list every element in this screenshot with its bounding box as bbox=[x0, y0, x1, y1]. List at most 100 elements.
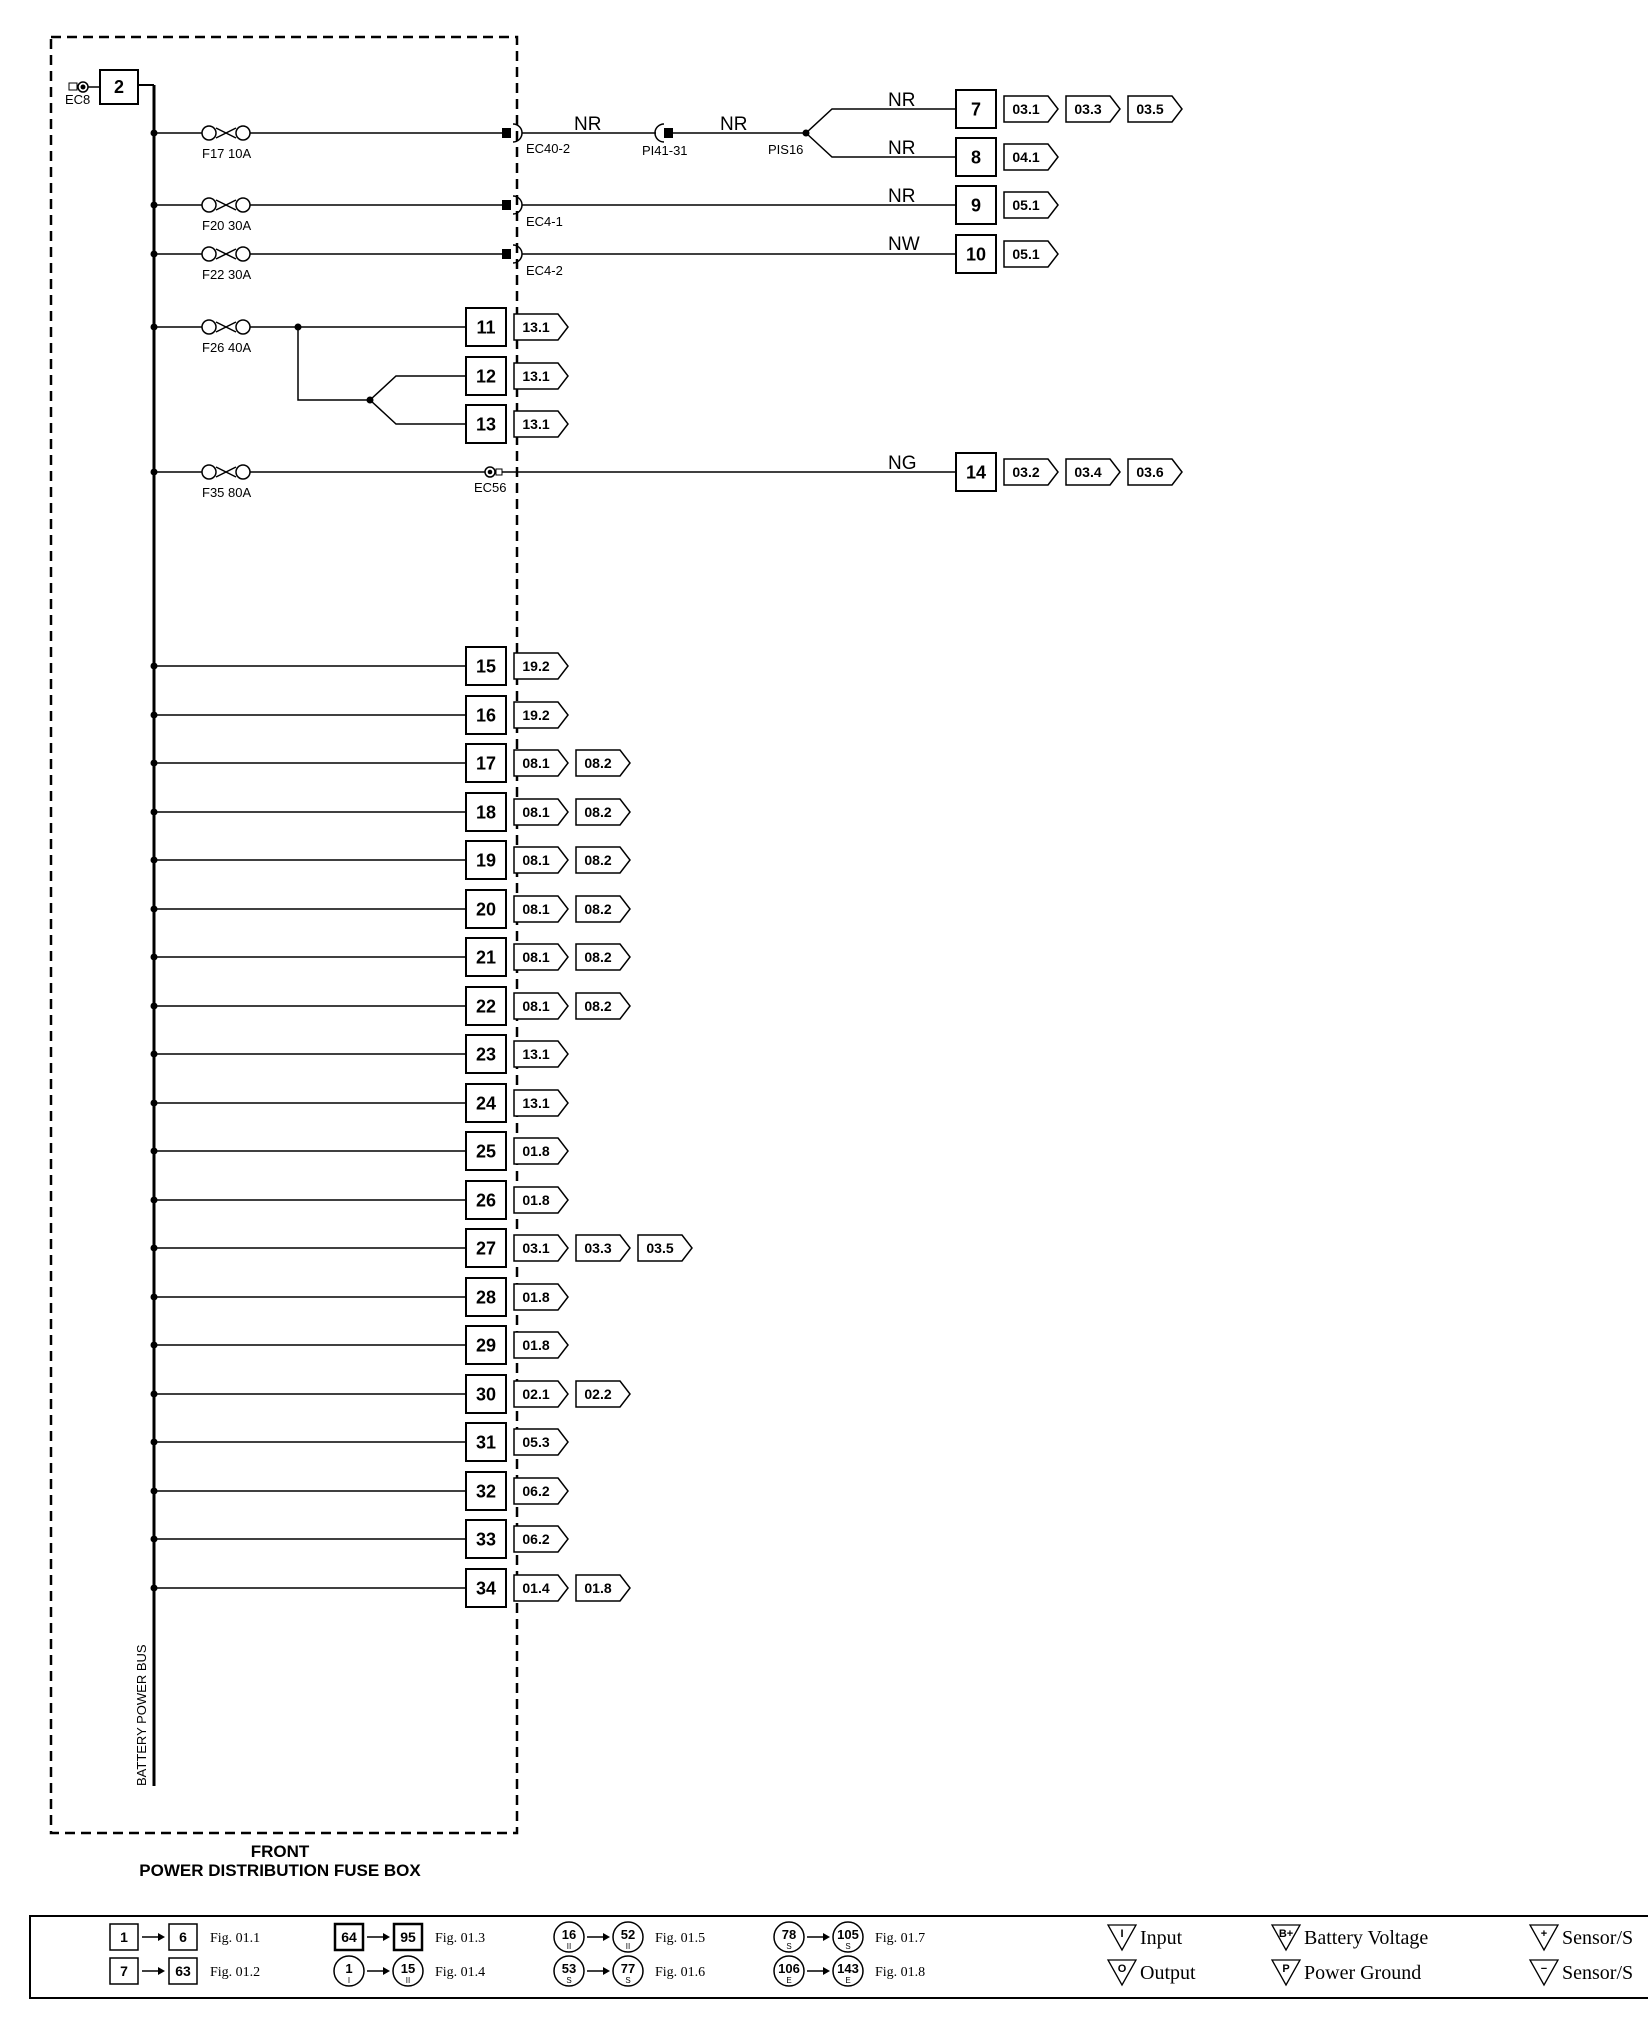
page-reference-tag[interactable] bbox=[513, 1331, 569, 1359]
page-reference-tag[interactable] bbox=[1003, 240, 1059, 268]
page-reference-tag[interactable] bbox=[513, 943, 569, 971]
page-reference-label: 02.1 bbox=[522, 1386, 549, 1402]
bus-junction bbox=[150, 1584, 158, 1592]
legend-symbol-label: Input bbox=[1140, 1927, 1183, 1949]
page-reference-tag[interactable] bbox=[1065, 458, 1121, 486]
page-reference-tag[interactable] bbox=[513, 1428, 569, 1456]
page-reference-tag[interactable] bbox=[575, 1234, 631, 1262]
page-reference-tag[interactable] bbox=[513, 1574, 569, 1602]
page-reference-tag[interactable] bbox=[513, 1186, 569, 1214]
output-number: 33 bbox=[476, 1530, 496, 1550]
triangle-icon bbox=[1528, 1959, 1560, 1987]
page-reference-label: 06.2 bbox=[522, 1531, 549, 1547]
page-reference-tag[interactable] bbox=[513, 1380, 569, 1408]
page-reference-tag[interactable] bbox=[1003, 95, 1059, 123]
legend-figure-label: Fig. 01.4 bbox=[435, 1965, 485, 1980]
page-reference-tag[interactable] bbox=[513, 362, 569, 390]
svg-text:I: I bbox=[348, 1976, 350, 1985]
output-number: 11 bbox=[476, 318, 495, 338]
page-reference-tag[interactable] bbox=[513, 895, 569, 923]
bus-junction bbox=[150, 1390, 158, 1398]
page-reference-tag[interactable] bbox=[513, 992, 569, 1020]
svg-text:E: E bbox=[845, 1976, 850, 1985]
page-reference-tag[interactable] bbox=[575, 1574, 631, 1602]
page-reference-tag[interactable] bbox=[575, 798, 631, 826]
page-reference-tag[interactable] bbox=[575, 943, 631, 971]
page-reference-tag[interactable] bbox=[513, 701, 569, 729]
page-reference-tag[interactable] bbox=[575, 895, 631, 923]
page-reference-tag[interactable] bbox=[513, 1525, 569, 1553]
page-reference-label: 03.1 bbox=[522, 1240, 549, 1256]
page-reference-label: 13.1 bbox=[522, 1046, 549, 1062]
legend-figure-label: Fig. 01.7 bbox=[875, 1931, 925, 1946]
output-number: 31 bbox=[476, 1433, 496, 1453]
page-reference-label: 19.2 bbox=[522, 658, 549, 674]
page-reference-tag[interactable] bbox=[1003, 191, 1059, 219]
page-reference-tag[interactable] bbox=[513, 1137, 569, 1165]
page-reference-tag[interactable] bbox=[637, 1234, 693, 1262]
output-number: 13 bbox=[476, 415, 496, 435]
page-reference-tag[interactable] bbox=[513, 1234, 569, 1262]
source-connector: 2 EC8 bbox=[65, 69, 139, 107]
page-reference-label: 06.2 bbox=[522, 1483, 549, 1499]
output-number: 26 bbox=[476, 1191, 496, 1211]
page-reference-label: 03.5 bbox=[646, 1240, 673, 1256]
connector-label: EC56 bbox=[474, 480, 507, 495]
bus-junction bbox=[150, 1293, 158, 1301]
svg-text:II: II bbox=[567, 1942, 571, 1951]
output-number: 17 bbox=[476, 754, 496, 774]
page-reference-tag[interactable] bbox=[1003, 143, 1059, 171]
output-number: 23 bbox=[476, 1045, 496, 1065]
output-connector-23: 23 13.1 bbox=[465, 1034, 569, 1074]
bus-junction bbox=[150, 1099, 158, 1107]
page-reference-tag[interactable] bbox=[513, 846, 569, 874]
page-reference-tag[interactable] bbox=[1003, 458, 1059, 486]
output-number: 14 bbox=[966, 463, 986, 483]
page-reference-tag[interactable] bbox=[1127, 458, 1183, 486]
page-reference-tag[interactable] bbox=[575, 749, 631, 777]
page-reference-tag[interactable] bbox=[575, 992, 631, 1020]
page-reference-tag[interactable] bbox=[513, 410, 569, 438]
fuse-f26-branch: F26 40A bbox=[150, 319, 466, 425]
page-reference-tag[interactable] bbox=[513, 652, 569, 680]
page-reference-label: 05.3 bbox=[522, 1434, 549, 1450]
svg-text:53: 53 bbox=[562, 1961, 576, 1976]
page-reference-tag[interactable] bbox=[575, 846, 631, 874]
legend-symbol-label: Sensor/S bbox=[1562, 1927, 1633, 1949]
bus-junction bbox=[150, 1147, 158, 1155]
page-reference-tag[interactable] bbox=[513, 1283, 569, 1311]
output-number: 8 bbox=[971, 148, 981, 168]
fuse-label: F26 40A bbox=[202, 340, 251, 355]
page-reference-tag[interactable] bbox=[1127, 95, 1183, 123]
triangle-icon bbox=[1270, 1959, 1302, 1987]
page-reference-tag[interactable] bbox=[575, 1380, 631, 1408]
page-reference-label: 01.8 bbox=[522, 1289, 549, 1305]
page-reference-tag[interactable] bbox=[513, 798, 569, 826]
wire-color-label: NR bbox=[888, 186, 915, 207]
page-reference-tag[interactable] bbox=[513, 1040, 569, 1068]
legend-figure-label: Fig. 01.8 bbox=[875, 1965, 925, 1980]
svg-text:S: S bbox=[845, 1942, 850, 1951]
connector-pin-icon bbox=[502, 200, 511, 210]
page-reference-tag[interactable] bbox=[513, 1477, 569, 1505]
triangle-icon bbox=[1270, 1924, 1302, 1952]
page-reference-tag[interactable] bbox=[513, 1089, 569, 1117]
page-reference-tag[interactable] bbox=[513, 749, 569, 777]
legend-symbol-entry: −Sensor/S bbox=[1528, 1959, 1633, 1987]
fuse-icon bbox=[201, 197, 251, 213]
box-title-line1: FRONT bbox=[251, 1842, 310, 1861]
page-reference-tag[interactable] bbox=[1065, 95, 1121, 123]
legend-symbol-entry: +Sensor/S bbox=[1528, 1924, 1633, 1952]
svg-text:106: 106 bbox=[778, 1961, 800, 1976]
legend-symbol-mark: P bbox=[1282, 1963, 1289, 1975]
page-reference-tag[interactable] bbox=[513, 313, 569, 341]
